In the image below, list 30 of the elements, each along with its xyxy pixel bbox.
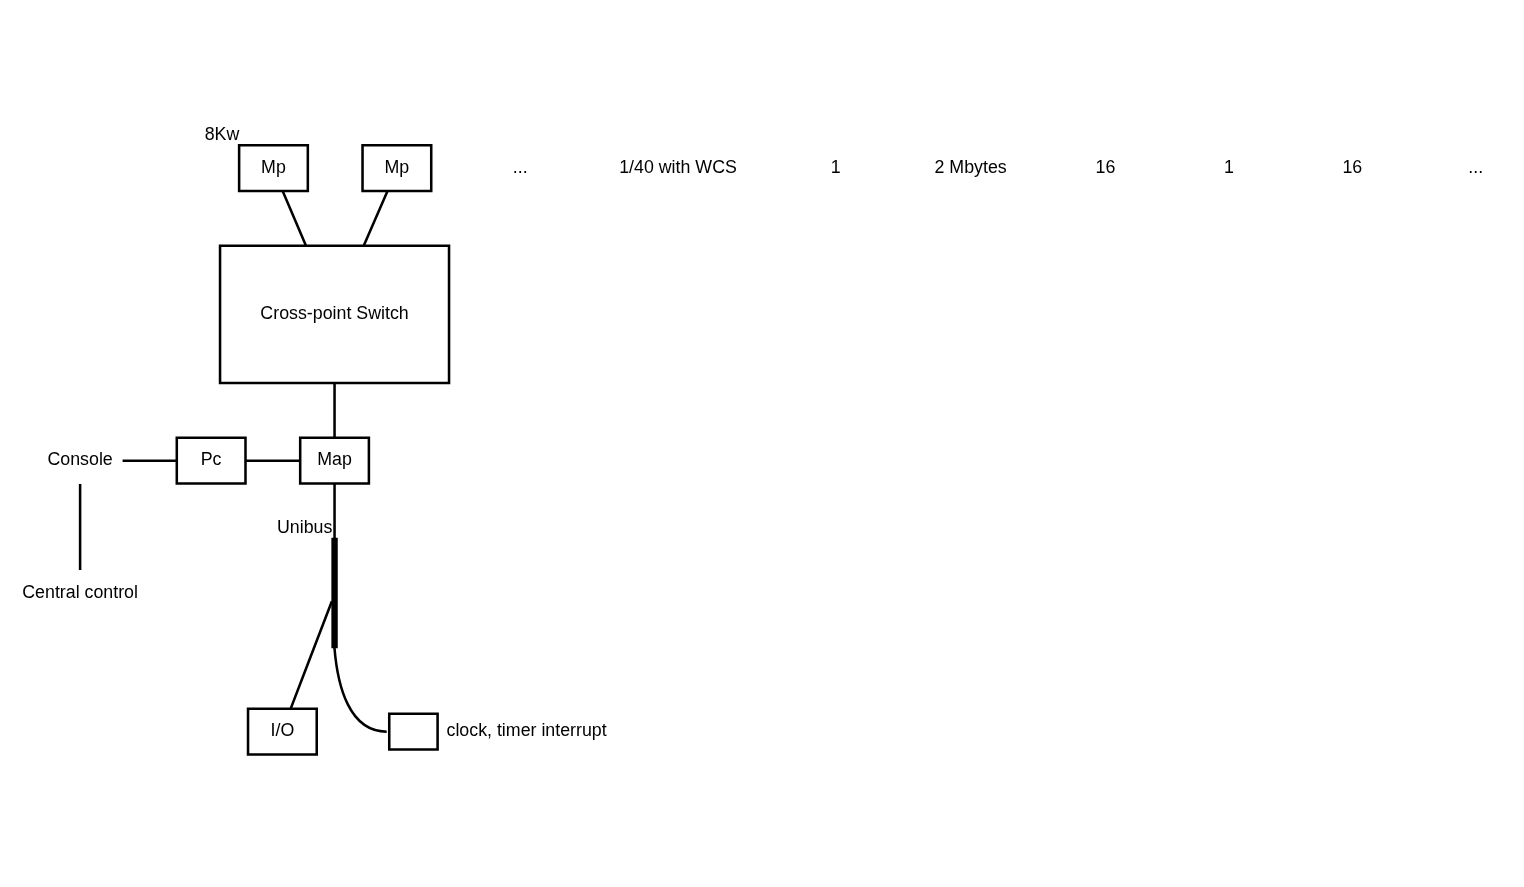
node-box: Cross-point Switch xyxy=(218,244,451,385)
label: ... xyxy=(512,156,528,177)
connector xyxy=(333,383,336,438)
label: 1/40 with WCS xyxy=(619,156,737,177)
node-box xyxy=(388,712,439,751)
label: 1 xyxy=(1223,156,1234,177)
node-label: Unibus xyxy=(276,517,333,538)
connector xyxy=(362,190,389,247)
connector xyxy=(281,190,307,246)
node-box: Pc xyxy=(175,436,247,485)
label: 2 Mbytes xyxy=(934,156,1007,177)
connector xyxy=(289,600,334,710)
label: 1 xyxy=(830,156,841,177)
label: 16 xyxy=(1342,156,1363,177)
node-label: 8Kw xyxy=(204,124,240,145)
node-bar xyxy=(331,537,338,649)
node-box: Mp xyxy=(361,143,433,193)
node-text: Console xyxy=(47,449,113,470)
node-label: clock, timer interrupt xyxy=(446,720,607,741)
connector xyxy=(333,483,336,539)
connector xyxy=(245,459,300,462)
node-box: Mp xyxy=(237,143,310,193)
node-text: Central control xyxy=(22,581,138,602)
connector xyxy=(333,647,387,733)
node-box: I/O xyxy=(246,707,318,756)
label: 16 xyxy=(1095,156,1116,177)
connector xyxy=(122,459,177,462)
connector xyxy=(78,483,82,570)
label: ... xyxy=(1468,156,1484,177)
node-box: Map xyxy=(298,436,371,485)
